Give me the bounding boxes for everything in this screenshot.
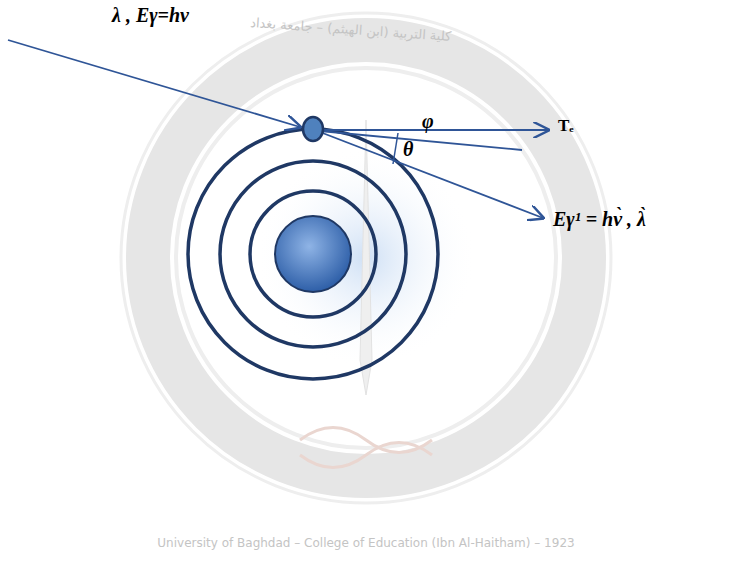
recoil-electron-path xyxy=(320,129,548,131)
reference-line xyxy=(320,131,522,150)
scattered-photon xyxy=(320,132,543,218)
atom-orbits xyxy=(188,129,438,379)
electron xyxy=(303,117,323,141)
nucleus xyxy=(275,216,351,292)
watermark-text: University of Baghdad – College of Educa… xyxy=(157,536,574,550)
incident-photon xyxy=(8,40,300,127)
angle-label: θ xyxy=(403,138,413,161)
watermark-seal xyxy=(121,13,611,503)
scattered-photon-label: Eγ¹ = hν̀ , λ̀ xyxy=(553,208,646,231)
angle-label: φ xyxy=(422,110,434,133)
incident-photon-label: λ , Eγ=hν xyxy=(112,4,189,27)
angle-mark xyxy=(393,133,398,164)
electron-energy-label: Tₑ xyxy=(558,116,574,136)
